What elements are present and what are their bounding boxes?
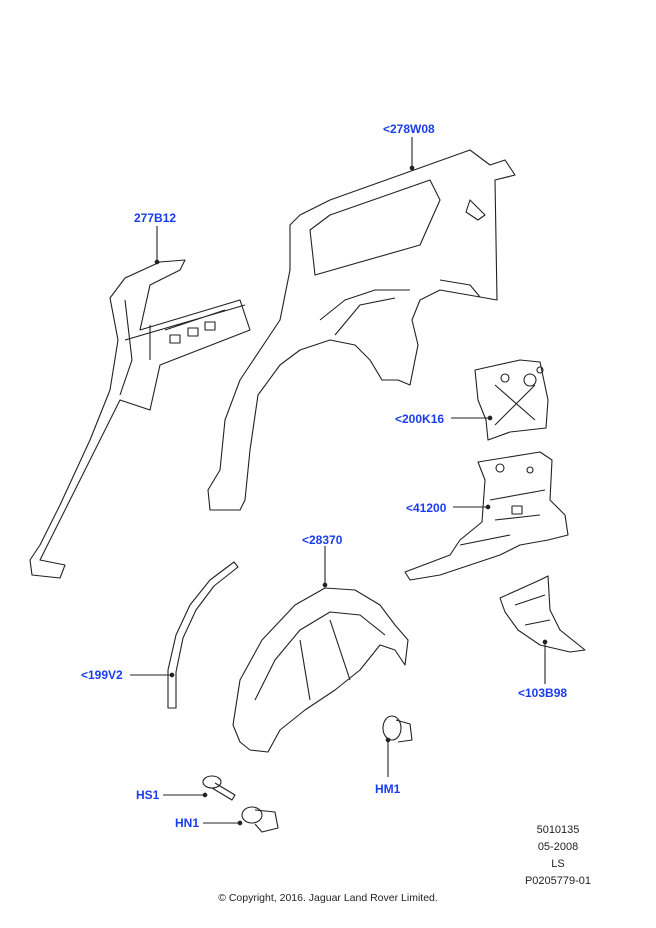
part-label-277B12[interactable]: 277B12 [134, 211, 177, 225]
part-41200-assembly [404, 451, 569, 581]
part-HM1-clip [382, 715, 413, 743]
part-label-41200[interactable]: <41200 [406, 501, 447, 515]
copyright-text: © Copyright, 2016. Jaguar Land Rover Lim… [218, 892, 438, 904]
part-200K16-bracket [474, 359, 549, 441]
diagram-number: 5010135 [536, 824, 580, 836]
diagram-date: 05-2008 [537, 841, 579, 853]
diagram-model: LS [551, 858, 565, 870]
part-28370-wheelarch-liner [232, 587, 409, 753]
part-103B98-bracket [499, 575, 586, 653]
part-278W08-side-panel [207, 149, 516, 511]
part-label-278W08[interactable]: <278W08 [383, 122, 435, 136]
part-277B12-pillar [29, 259, 251, 579]
diagram-ref: P0205779-01 [524, 875, 592, 887]
part-label-28370[interactable]: <28370 [302, 533, 343, 547]
part-label-HN1[interactable]: HN1 [175, 816, 200, 830]
part-label-HM1[interactable]: HM1 [375, 782, 401, 796]
part-label-HS1[interactable]: HS1 [136, 788, 160, 802]
leader-lines [130, 137, 548, 826]
part-label-200K16[interactable]: <200K16 [395, 412, 445, 426]
part-199V2-strip [167, 561, 239, 709]
diagram-meta: 5010135 05-2008 LS P0205779-01 [508, 822, 608, 890]
part-HN1-nut [241, 806, 279, 833]
part-label-199V2[interactable]: <199V2 [81, 668, 123, 682]
part-label-103B98[interactable]: <103B98 [518, 686, 568, 700]
part-HS1-screw [202, 775, 236, 801]
